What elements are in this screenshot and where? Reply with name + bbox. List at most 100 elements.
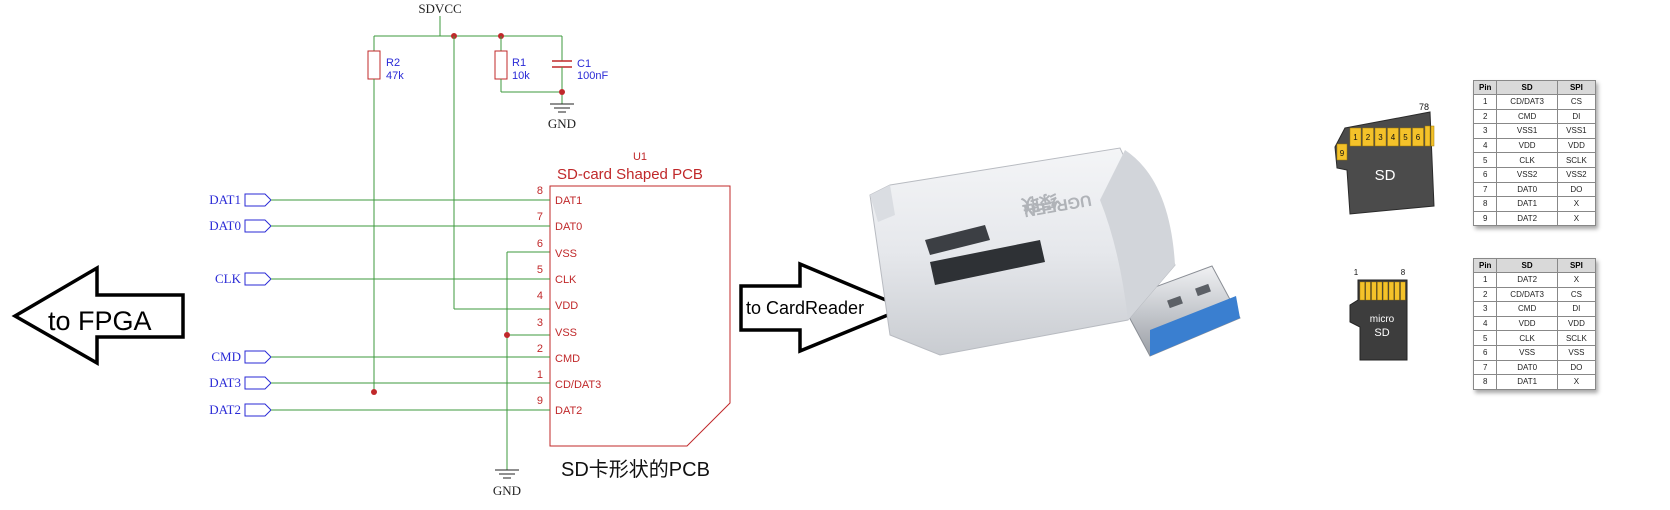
table-cell: DO	[1556, 359, 1597, 376]
u1-caption: SD卡形状的PCB	[561, 458, 710, 481]
pin-layer: 8DAT17DAT06VSS5CLK4VDD3VSS2CMD1CD/DAT39D…	[537, 185, 601, 417]
sd-pin	[1424, 125, 1431, 147]
table-cell: DAT1	[1496, 374, 1558, 390]
table-header-cell: Pin	[1472, 258, 1498, 273]
table-cell: 3	[1472, 301, 1498, 317]
table-cell: DAT0	[1496, 181, 1558, 198]
port-label: DAT1	[209, 192, 241, 207]
tf-slot	[930, 240, 1045, 285]
table-cell: 8	[1472, 196, 1498, 212]
u1-pin-name: VSS	[555, 248, 577, 260]
table-cell: CD/DAT3	[1496, 94, 1558, 110]
r2-value: 47k	[386, 70, 404, 82]
u1-pin-number: 6	[537, 238, 543, 250]
sd-card-body	[1334, 111, 1435, 215]
u1-pin-name: VSS	[555, 327, 577, 339]
sd-pin-label: 3	[1378, 133, 1383, 142]
table-cell: VDD	[1496, 315, 1558, 332]
table-cell: 7	[1472, 181, 1498, 198]
usb-slot	[1167, 295, 1183, 309]
u1-pin-name: CMD	[555, 353, 580, 365]
table-cell: SCLK	[1556, 330, 1597, 346]
sd-pin-78-label: 78	[1419, 102, 1429, 112]
usb-slot	[1195, 283, 1211, 297]
table-cell: VSS	[1556, 344, 1597, 361]
u1-pin-number: 1	[537, 369, 543, 381]
port-label: DAT3	[209, 375, 241, 390]
table-cell: 2	[1472, 108, 1498, 125]
micro-sd-pin	[1371, 281, 1377, 301]
u1-pin-name: DAT0	[555, 221, 582, 233]
sd-card-label: SD	[1375, 167, 1396, 184]
r1-ref: R1	[512, 57, 526, 69]
sd-pin	[1412, 127, 1424, 147]
u1-pin-number: 4	[537, 290, 543, 302]
table-cell: X	[1556, 196, 1597, 212]
table-cell: VDD	[1556, 315, 1597, 332]
table-cell: 7	[1472, 359, 1498, 376]
table-cell: DI	[1556, 108, 1597, 125]
sd-pin-9	[1336, 143, 1348, 161]
port-connector	[244, 193, 272, 207]
micro-sd-pin	[1394, 281, 1400, 301]
table-cell: DAT2	[1496, 272, 1558, 288]
reader-side	[1100, 150, 1175, 320]
table-cell: VDD	[1556, 137, 1597, 154]
table-cell: SCLK	[1556, 152, 1597, 168]
junction-dot	[504, 332, 510, 338]
table-cell: CS	[1556, 94, 1597, 110]
table-cell: CMD	[1496, 301, 1558, 317]
gnd-label: GND	[548, 116, 576, 131]
table-header-cell: SD	[1496, 258, 1558, 273]
arrow-to-fpga-label: to FPGA	[48, 306, 152, 336]
sd-pin	[1349, 127, 1362, 147]
port-connector	[244, 403, 272, 417]
sd-pin-label: 5	[1403, 133, 1408, 142]
sd-pin	[1430, 125, 1435, 147]
sd-pin	[1387, 127, 1399, 147]
table-cell: VSS1	[1556, 123, 1597, 139]
u1-pin-number: 2	[537, 343, 543, 355]
u1-body	[549, 185, 731, 447]
u1-pin-number: 8	[537, 185, 543, 197]
table-cell: 1	[1472, 272, 1498, 288]
arrow-to-cardreader-label: to CardReader	[746, 298, 864, 318]
resistor-r1	[494, 50, 508, 80]
table-cell: CLK	[1496, 330, 1558, 346]
table-cell: VSS	[1496, 344, 1558, 361]
table-cell: X	[1556, 210, 1597, 227]
table-cell: 4	[1472, 137, 1498, 154]
table-cell: 4	[1472, 315, 1498, 332]
micro-sd-pin	[1365, 281, 1371, 301]
table-cell: DAT0	[1496, 359, 1558, 376]
arrow-to-fpga: to FPGA	[11, 264, 185, 367]
sd-pin-label: 2	[1366, 133, 1371, 142]
u1-name: SD-card Shaped PCB	[557, 166, 703, 183]
sd-pin-9-label: 9	[1340, 149, 1345, 158]
micro-sd-pin	[1388, 281, 1394, 301]
port-label: DAT0	[209, 218, 241, 233]
table-cell: 3	[1472, 123, 1498, 139]
sd-pin	[1374, 127, 1387, 147]
gnd-label-bottom: GND	[493, 483, 521, 498]
u1-pin-number: 3	[537, 317, 543, 329]
port-connector	[244, 272, 272, 286]
sd-pin-label: 4	[1391, 133, 1396, 142]
micro-sd-pin	[1400, 281, 1406, 301]
sd-slot	[925, 225, 990, 255]
